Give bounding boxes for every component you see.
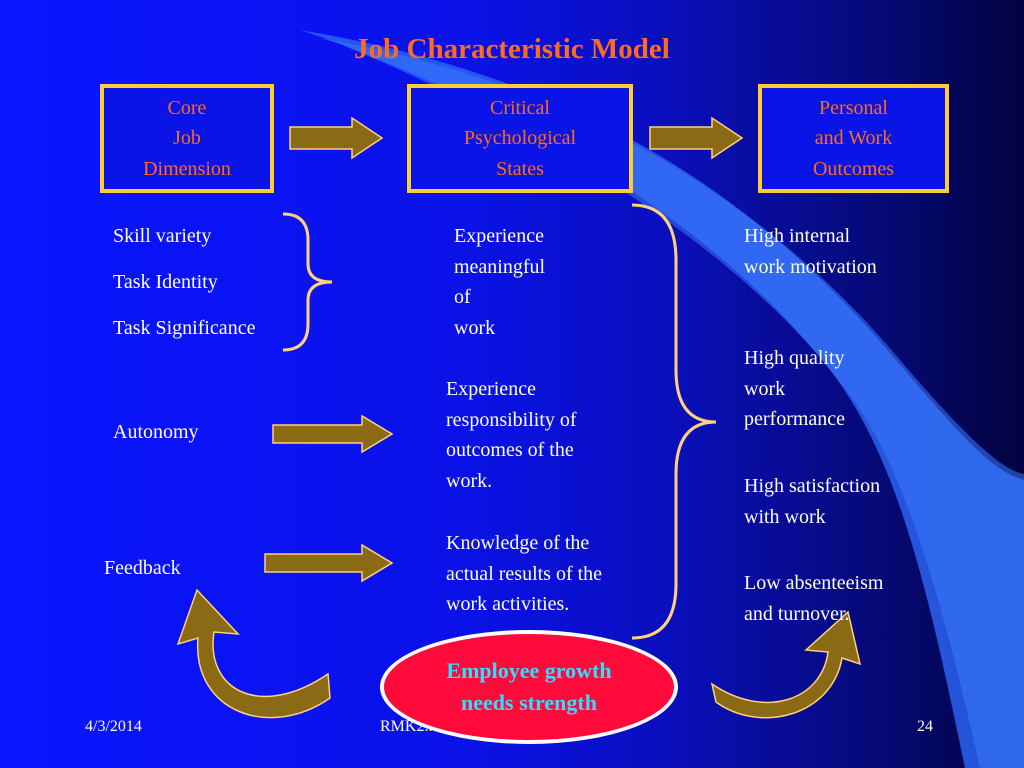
header-arrow-1 <box>289 116 384 160</box>
swoosh-highlight <box>320 38 1024 768</box>
states-brace <box>631 203 717 640</box>
left-curved-arrow <box>176 588 331 719</box>
footer-date: 4/3/2014 <box>85 718 142 735</box>
feedback-label: Feedback <box>104 557 181 579</box>
absenteeism-outcome: Low absenteeism and turnover. <box>744 572 884 625</box>
satisfaction-outcome: High satisfaction with work <box>744 475 881 528</box>
responsibility-state: Experience responsibility of outcomes of… <box>446 378 577 492</box>
meaningful-state: Experience meaningful of work <box>454 225 546 339</box>
knowledge-state: Knowledge of the actual results of the w… <box>446 532 603 615</box>
header-arrow-2 <box>649 116 744 160</box>
task-identity-label: Task Identity <box>113 271 218 293</box>
quality-outcome: High quality work performance <box>744 347 846 430</box>
motivation-outcome: High internal work motivation <box>744 225 877 278</box>
dimensions-brace <box>282 212 333 352</box>
right-curved-arrow <box>710 610 862 719</box>
autonomy-arrow <box>272 414 394 454</box>
core-dimension-box: Core Job Dimension <box>100 84 274 193</box>
critical-states-box: Critical Psychological States <box>407 84 633 193</box>
skill-variety-label: Skill variety <box>113 225 212 247</box>
slide-title: Job Characteristic Model <box>354 33 670 65</box>
growth-need-strength-ellipse: Employee growth needs strength <box>380 630 678 744</box>
autonomy-label: Autonomy <box>113 421 199 443</box>
task-significance-label: Task Significance <box>113 317 256 339</box>
footer-page-number: 24 <box>917 718 933 735</box>
outcomes-box: Personal and Work Outcomes <box>758 84 949 193</box>
feedback-arrow <box>264 543 394 583</box>
